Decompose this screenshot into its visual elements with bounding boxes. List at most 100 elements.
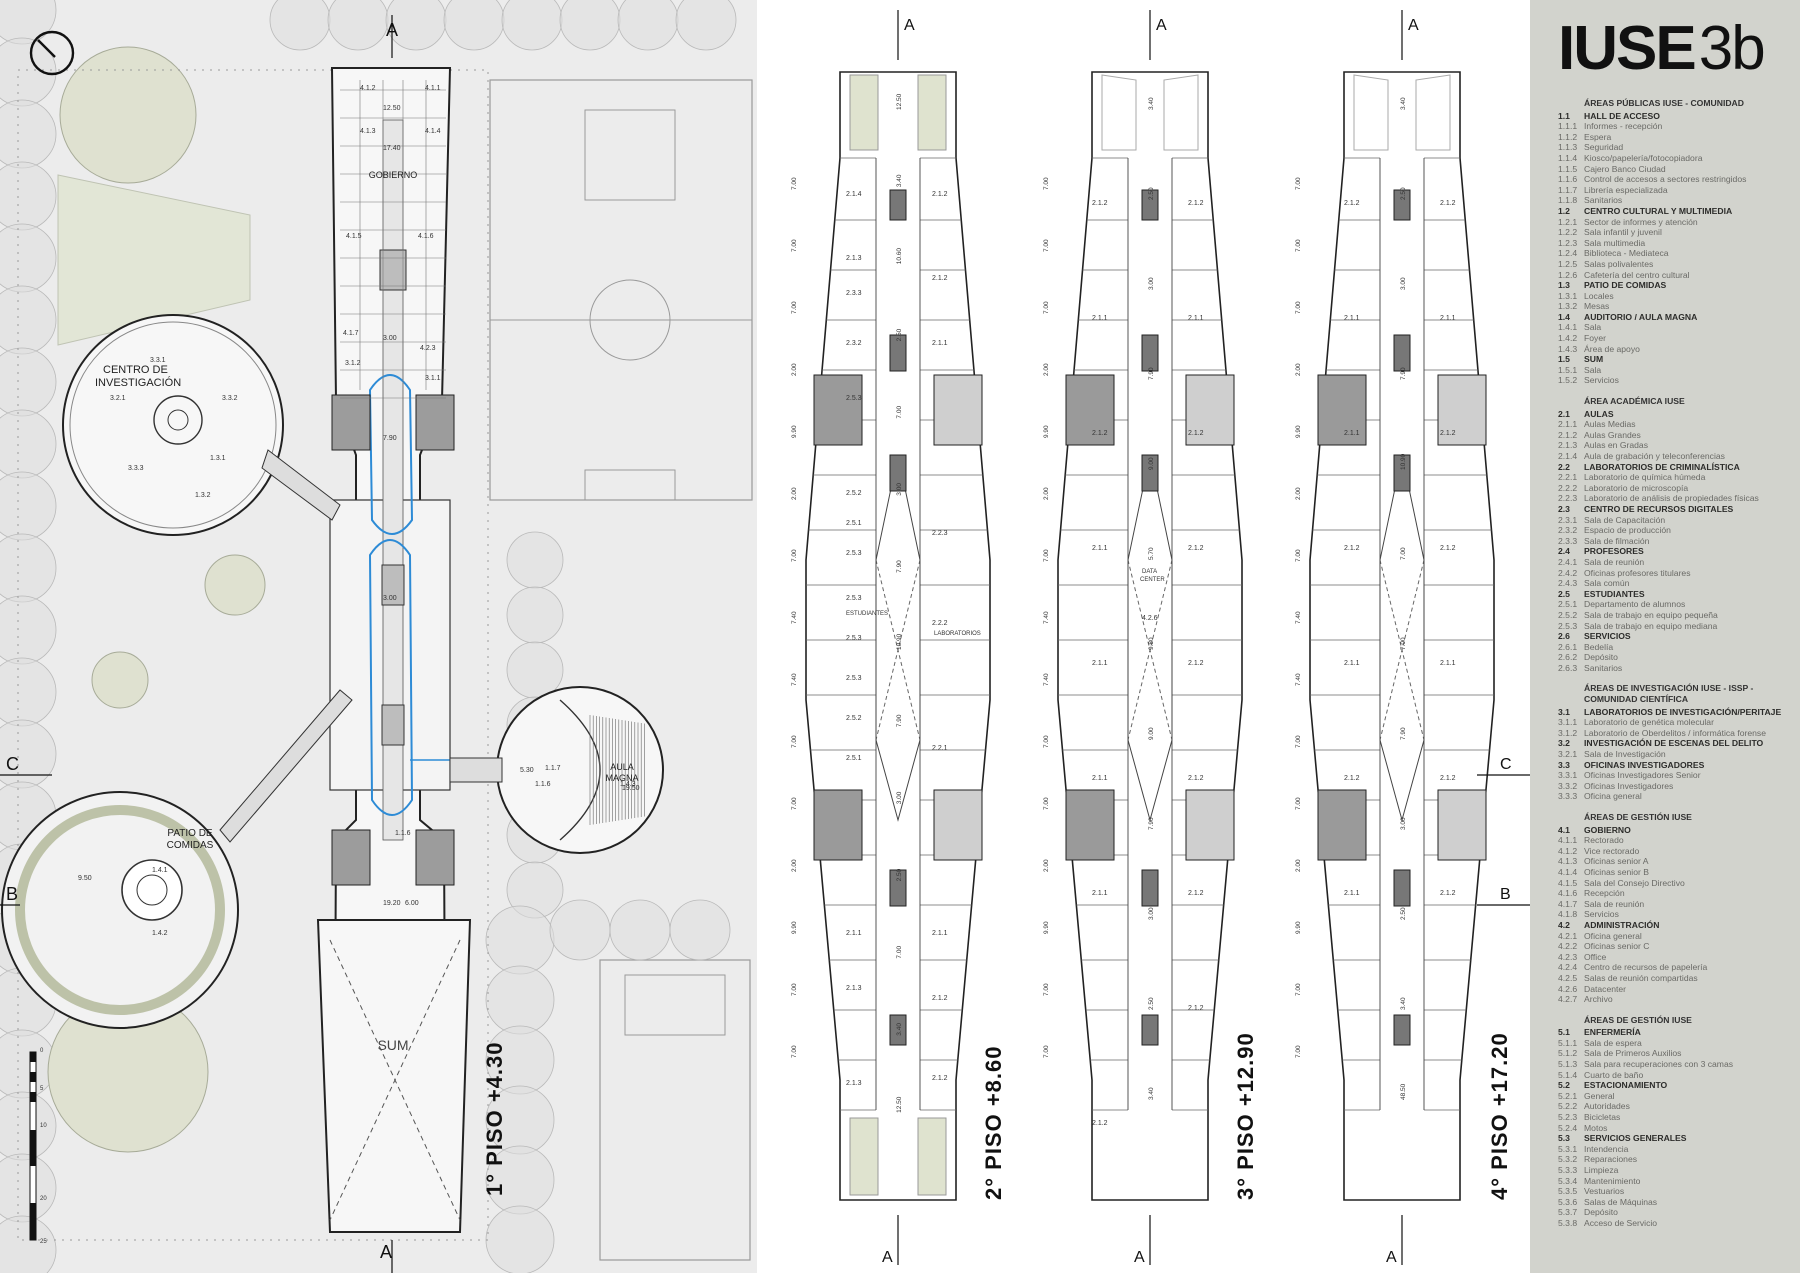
legend-item-number: 4.2.2 xyxy=(1558,941,1578,952)
legend-item-label: Recepción xyxy=(1584,888,1625,899)
legend-item-number: 1.1.5 xyxy=(1558,163,1578,174)
legend-item-label: Seguridad xyxy=(1584,142,1624,153)
tree-canopy-icon xyxy=(506,531,564,589)
legend-item-number: 3.1 xyxy=(1558,706,1570,717)
legend-item-label: Rectorado xyxy=(1584,835,1624,846)
void-diag xyxy=(875,559,921,741)
room-code: 2.1.3 xyxy=(846,985,862,992)
side-dimension: 9.90 xyxy=(1295,921,1302,934)
side-dimension: 7.00 xyxy=(1295,177,1302,190)
legend-item-label: Sala de reunión xyxy=(1584,898,1645,909)
side-dimension: 2.00 xyxy=(791,859,798,872)
legend-item-number: 4.2.3 xyxy=(1558,951,1578,962)
room-code: 2.1.1 xyxy=(1440,315,1456,322)
side-dimension: 7.00 xyxy=(1043,239,1050,252)
side-dimension: 7.00 xyxy=(1295,239,1302,252)
side-dimension: 7.40 xyxy=(1043,673,1050,686)
stair xyxy=(889,869,907,907)
room-code: 2.1.1 xyxy=(932,340,948,347)
room-code: 2.3.2 xyxy=(846,340,862,347)
dimension-label: 3.40 xyxy=(1400,997,1407,1010)
legend-item-label: Sala de Capacitación xyxy=(1584,514,1666,525)
room-code: 2.1.2 xyxy=(1344,545,1360,552)
legend-item-number: 2.3.1 xyxy=(1558,514,1578,525)
legend-section-heading: ÁREAS DE GESTIÓN IUSE xyxy=(1584,812,1692,822)
legend-item-number: 2.5.1 xyxy=(1558,599,1578,610)
legend-item: 2.1.2 Aulas Grandes xyxy=(1558,430,1796,441)
legend-item-number: 5.1.1 xyxy=(1558,1037,1578,1048)
dimension-label: 3.40 xyxy=(1148,97,1155,110)
stair xyxy=(1393,189,1411,221)
legend-item-label: AUDITORIO / AULA MAGNA xyxy=(1584,311,1698,322)
room-code: 4.1.2 xyxy=(360,85,376,92)
dimension-label: 3.00 xyxy=(383,335,397,342)
room-code: 2.5.3 xyxy=(846,595,862,602)
legend-item-label: Espera xyxy=(1584,131,1612,142)
legend-item-number: 2.1.3 xyxy=(1558,440,1578,451)
dimension-label: 7.90 xyxy=(896,560,903,573)
service-core xyxy=(933,374,983,446)
legend-item-label: Oficinas senior B xyxy=(1584,866,1649,877)
legend-item-number: 5.3 xyxy=(1558,1133,1570,1144)
dimension-label: 3.40 xyxy=(896,1023,903,1036)
dimension-label: 9.00 xyxy=(1148,457,1155,470)
legend-item-label: Aulas Grandes xyxy=(1584,429,1641,440)
section-mark-a: A xyxy=(1408,17,1419,34)
dimension-label: 3.00 xyxy=(1148,277,1155,290)
dimension-label: 3.00 xyxy=(1400,277,1407,290)
room-code: 2.1.1 xyxy=(1092,660,1108,667)
void-diag xyxy=(1379,559,1425,741)
tree-canopy-icon xyxy=(485,1205,555,1273)
room-code: 2.1.2 xyxy=(932,275,948,282)
legend-item-label: Sala multimedia xyxy=(1584,237,1646,248)
dimension-label: 2.50 xyxy=(1148,997,1155,1010)
stair xyxy=(1141,334,1159,372)
dimension-label: 3.00 xyxy=(1148,907,1155,920)
scale-tick-label: 20 xyxy=(40,1196,47,1202)
legend-item-number: 1.1 xyxy=(1558,110,1570,121)
field-box-s2 xyxy=(624,974,726,1036)
side-dimension: 7.00 xyxy=(1043,549,1050,562)
room-code: 2.1.2 xyxy=(1188,775,1204,782)
section-mark-c: C xyxy=(6,754,19,774)
dimension-label: 7.90 xyxy=(1400,727,1407,740)
label-sum: SUM xyxy=(377,1037,408,1053)
side-dimension: 7.00 xyxy=(1043,735,1050,748)
legend-item-number: 2.1 xyxy=(1558,408,1570,419)
legend-item-label: SERVICIOS xyxy=(1584,631,1631,642)
legend-item-number: 5.1.4 xyxy=(1558,1069,1578,1080)
centro-inner-ring xyxy=(69,321,277,529)
legend-item-number: 1.4.2 xyxy=(1558,333,1578,344)
dimension-label: 7.90 xyxy=(896,714,903,727)
side-dimension: 7.00 xyxy=(1295,301,1302,314)
legend-item-label: Depósito xyxy=(1584,652,1618,663)
legend-item-number: 2.1.2 xyxy=(1558,429,1578,440)
plan-title-4: 4° PISO +17.20 xyxy=(1487,1032,1512,1200)
legend-item-label: Sala xyxy=(1584,364,1602,375)
room-code: 3.1.1 xyxy=(425,375,441,382)
room-code: 2.3.3 xyxy=(846,290,862,297)
legend-item-label: Informes - recepción xyxy=(1584,121,1663,132)
dimension-label: 9.00 xyxy=(1148,727,1155,740)
legend-item-number: 1.1.4 xyxy=(1558,152,1578,163)
roof-line xyxy=(1101,74,1137,151)
side-dimension: 7.00 xyxy=(791,983,798,996)
legend-item-label: HALL DE ACCESO xyxy=(1584,110,1660,121)
service-core xyxy=(933,789,983,861)
legend-item-label: Mesas xyxy=(1584,301,1610,312)
legend-item-label: LABORATORIOS DE INVESTIGACIÓN/PERITAJE xyxy=(1584,706,1782,717)
legend-item-label: AULAS xyxy=(1584,408,1614,419)
dimension-label: 1.1.6 xyxy=(395,830,411,837)
legend-item-number: 3.3.1 xyxy=(1558,770,1578,781)
